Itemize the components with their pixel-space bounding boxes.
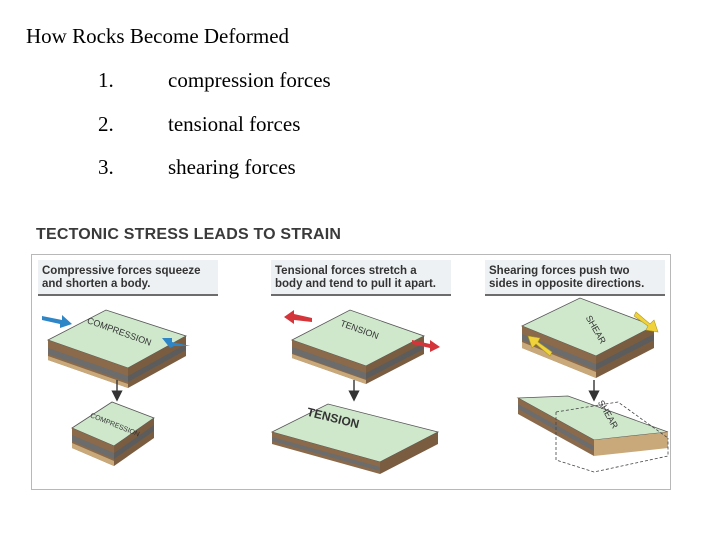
list-item-tension: 2. tensional forces — [98, 112, 300, 137]
list-text: tensional forces — [168, 112, 301, 136]
caption-tension: Tensional forces stretch a body and tend… — [271, 260, 451, 296]
tectonic-stress-figure: TECTONIC STRESS LEADS TO STRAIN Compress… — [28, 220, 680, 490]
list-text: compression forces — [168, 68, 331, 92]
figure-title: TECTONIC STRESS LEADS TO STRAIN — [36, 226, 342, 243]
list-item-compression: 1. compression forces — [98, 68, 331, 93]
shear-arrow-icon — [527, 311, 659, 357]
compression-block-before: COMPRESSION — [46, 309, 188, 388]
list-number: 3. — [98, 155, 114, 179]
slide-title: How Rocks Become Deformed — [26, 24, 290, 48]
pull-arrow-icon — [284, 310, 440, 352]
caption-compression: Compressive forces squeeze and shorten a… — [38, 260, 218, 296]
push-arrow-icon — [42, 315, 190, 348]
caption-shear: Shearing forces push two sides in opposi… — [485, 260, 665, 296]
list-item-shear: 3. shearing forces — [98, 155, 296, 180]
figure-artwork: COMPRESSION COMPRESSION TENSION — [42, 297, 669, 474]
list-number: 2. — [98, 112, 114, 136]
compression-block-after: COMPRESSION — [71, 401, 155, 466]
shear-block-before: SHEAR — [521, 297, 655, 378]
list-text: shearing forces — [168, 155, 296, 179]
figure-frame — [31, 254, 671, 490]
tension-block-before: TENSION — [290, 309, 426, 384]
list-number: 1. — [98, 68, 114, 92]
tension-block-after: TENSION — [270, 403, 440, 474]
shear-block-after: SHEAR — [516, 395, 669, 473]
